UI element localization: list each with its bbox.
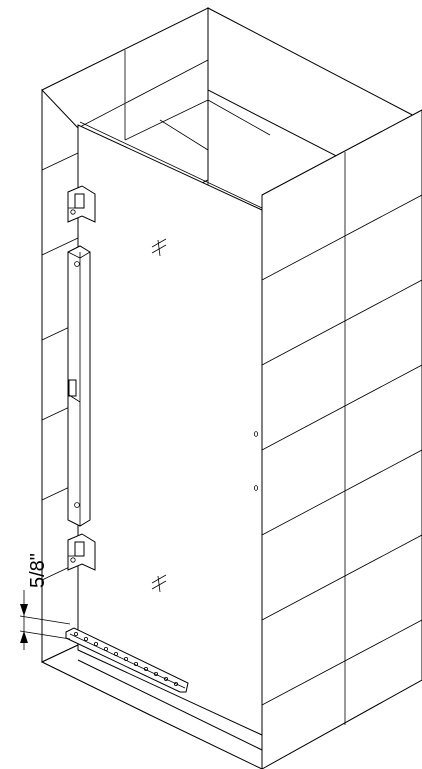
seal-dots xyxy=(74,632,178,687)
hinge-icon xyxy=(67,185,96,223)
door-handle-icon xyxy=(67,245,91,527)
dimension-label: 5/8" xyxy=(27,553,49,588)
floor-threshold xyxy=(40,644,263,769)
latch-hole xyxy=(253,431,258,437)
dimension-arrow-icon xyxy=(20,631,28,643)
latch-hole xyxy=(253,485,258,491)
hinge-icon xyxy=(67,533,96,571)
glass-symbol-icon xyxy=(151,238,167,257)
dimension-extension-line xyxy=(19,615,71,625)
right-wall xyxy=(261,109,422,769)
right-wall-face xyxy=(261,109,422,769)
dimension-extension-line xyxy=(19,630,71,640)
dimension-arrow-icon xyxy=(20,604,28,616)
glass-symbol-icon xyxy=(151,574,167,593)
dimension-annotation: 5/8" xyxy=(19,553,71,650)
